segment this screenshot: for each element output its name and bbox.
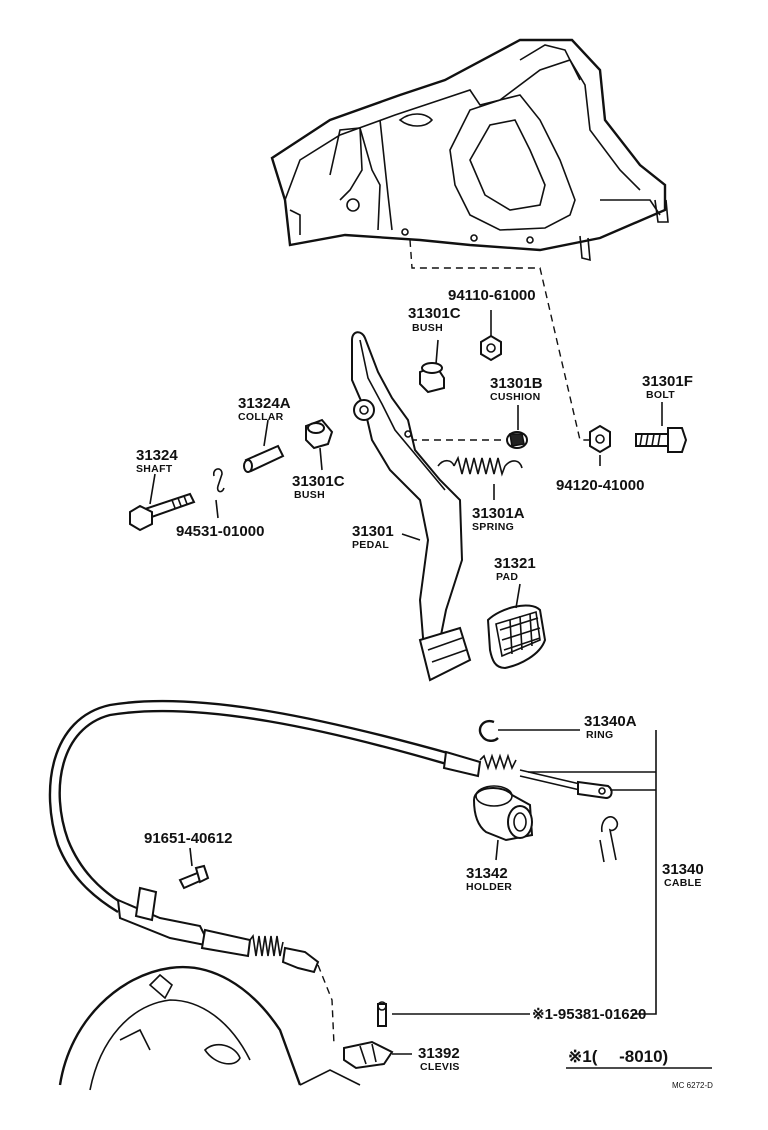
label-bolt-name: BOLT (646, 389, 675, 401)
clip (212, 468, 225, 493)
cushion (506, 431, 528, 449)
bolt (635, 427, 688, 453)
label-bolt-pn: 31301F (642, 373, 693, 390)
label-holder-pn: 31342 (466, 865, 508, 882)
label-spring-name: SPRING (472, 521, 514, 533)
part-labels: 94110-61000 31301C BUSH 31301B CUSHION 3… (136, 287, 713, 1090)
label-collar-name: COLLAR (238, 411, 284, 423)
label-ring-name: RING (586, 729, 613, 741)
label-pad-name: PAD (496, 571, 518, 583)
label-pedal-name: PEDAL (352, 539, 389, 551)
assembly-line-bracket-to-nut (409, 239, 598, 441)
label-cable-name: CABLE (664, 877, 702, 889)
nut-upper (480, 334, 502, 362)
label-cable-pn: 31340 (662, 861, 704, 878)
label-bush-upper-pn: 31301C (408, 305, 461, 322)
bush-lower (305, 418, 334, 450)
shaft (129, 492, 196, 532)
label-footnote: ※1( -8010) (568, 1047, 668, 1066)
label-bush-lower-pn: 31301C (292, 473, 345, 490)
label-collar-pn: 31324A (238, 395, 291, 412)
pedal (351, 331, 472, 682)
label-bush-lower-name: BUSH (294, 489, 325, 501)
label-spring-pn: 31301A (472, 505, 525, 522)
label-shaft-name: SHAFT (136, 463, 173, 475)
pedal-bracket-assembly (270, 38, 669, 262)
spring (437, 455, 523, 477)
transmission-housing (58, 965, 361, 1091)
label-shaft-pn: 31324 (136, 447, 178, 464)
pad (486, 604, 547, 670)
nut-right (589, 424, 611, 454)
label-clevis-name: CLEVIS (420, 1061, 460, 1073)
label-drawing-code: MC 6272-D (672, 1081, 713, 1090)
label-screw: 91651-40612 (144, 830, 232, 847)
label-ring-pn: 31340A (584, 713, 637, 730)
label-pad-pn: 31321 (494, 555, 536, 572)
label-cushion-pn: 31301B (490, 375, 543, 392)
label-cushion-name: CUSHION (490, 391, 541, 403)
holder (472, 785, 534, 842)
leader-lines (149, 310, 663, 1055)
screw (178, 864, 210, 890)
ring (478, 719, 499, 742)
label-pin: ※1-95381-01620 (532, 1006, 646, 1023)
label-bush-upper-name: BUSH (412, 322, 443, 334)
pin (377, 1001, 387, 1027)
label-nut-upper: 94110-61000 (448, 287, 536, 304)
collar (243, 444, 285, 473)
cable-end-clip (599, 816, 619, 863)
label-nut-right: 94120-41000 (556, 477, 644, 494)
label-pedal-pn: 31301 (352, 523, 394, 540)
label-holder-name: HOLDER (466, 881, 512, 893)
label-clevis-pn: 31392 (418, 1045, 460, 1062)
cable (48, 699, 613, 974)
assembly-line-cable-to-clevis (317, 964, 335, 1046)
label-clip: 94531-01000 (176, 523, 264, 540)
bush-upper (419, 362, 445, 394)
clevis (343, 1040, 394, 1070)
